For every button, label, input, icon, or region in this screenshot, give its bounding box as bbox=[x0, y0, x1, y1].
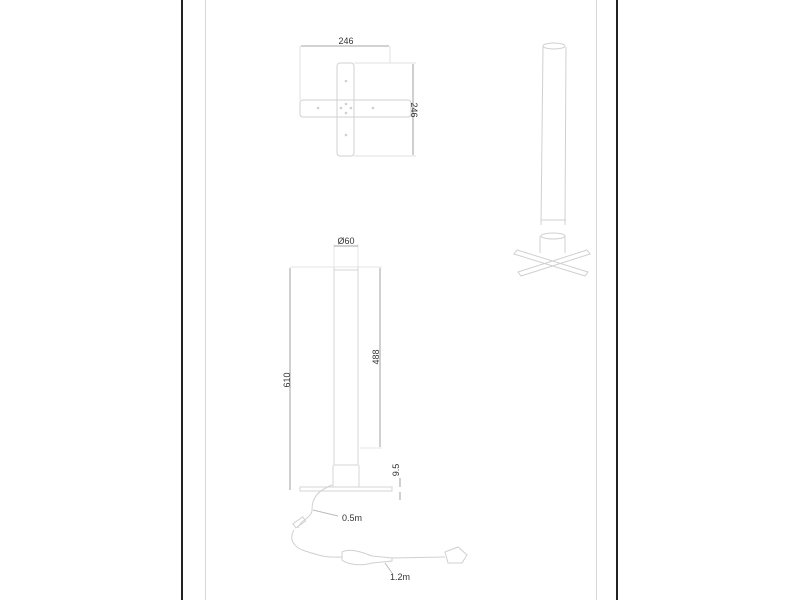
cable-long-label: 1.2m bbox=[390, 572, 410, 582]
page-border-right bbox=[616, 0, 618, 600]
top-depth-label: 246 bbox=[409, 102, 419, 117]
total-height-label: 610 bbox=[282, 372, 292, 387]
cable bbox=[291, 484, 468, 574]
page-border-left bbox=[181, 0, 183, 600]
top-width-label: 246 bbox=[338, 36, 353, 46]
cable-short-label: 0.5m bbox=[342, 513, 362, 523]
base-thickness-label: 9.5 bbox=[391, 464, 401, 477]
top-view-dimensions bbox=[301, 45, 414, 155]
page-margin-right bbox=[596, 0, 597, 600]
page-margin-left bbox=[205, 0, 206, 600]
diameter-label: Ø60 bbox=[337, 236, 354, 246]
front-view bbox=[290, 244, 393, 492]
front-view-dimensions bbox=[289, 245, 401, 500]
tube-height-label: 488 bbox=[371, 349, 381, 364]
perspective-view bbox=[513, 42, 591, 277]
top-view bbox=[299, 46, 416, 157]
